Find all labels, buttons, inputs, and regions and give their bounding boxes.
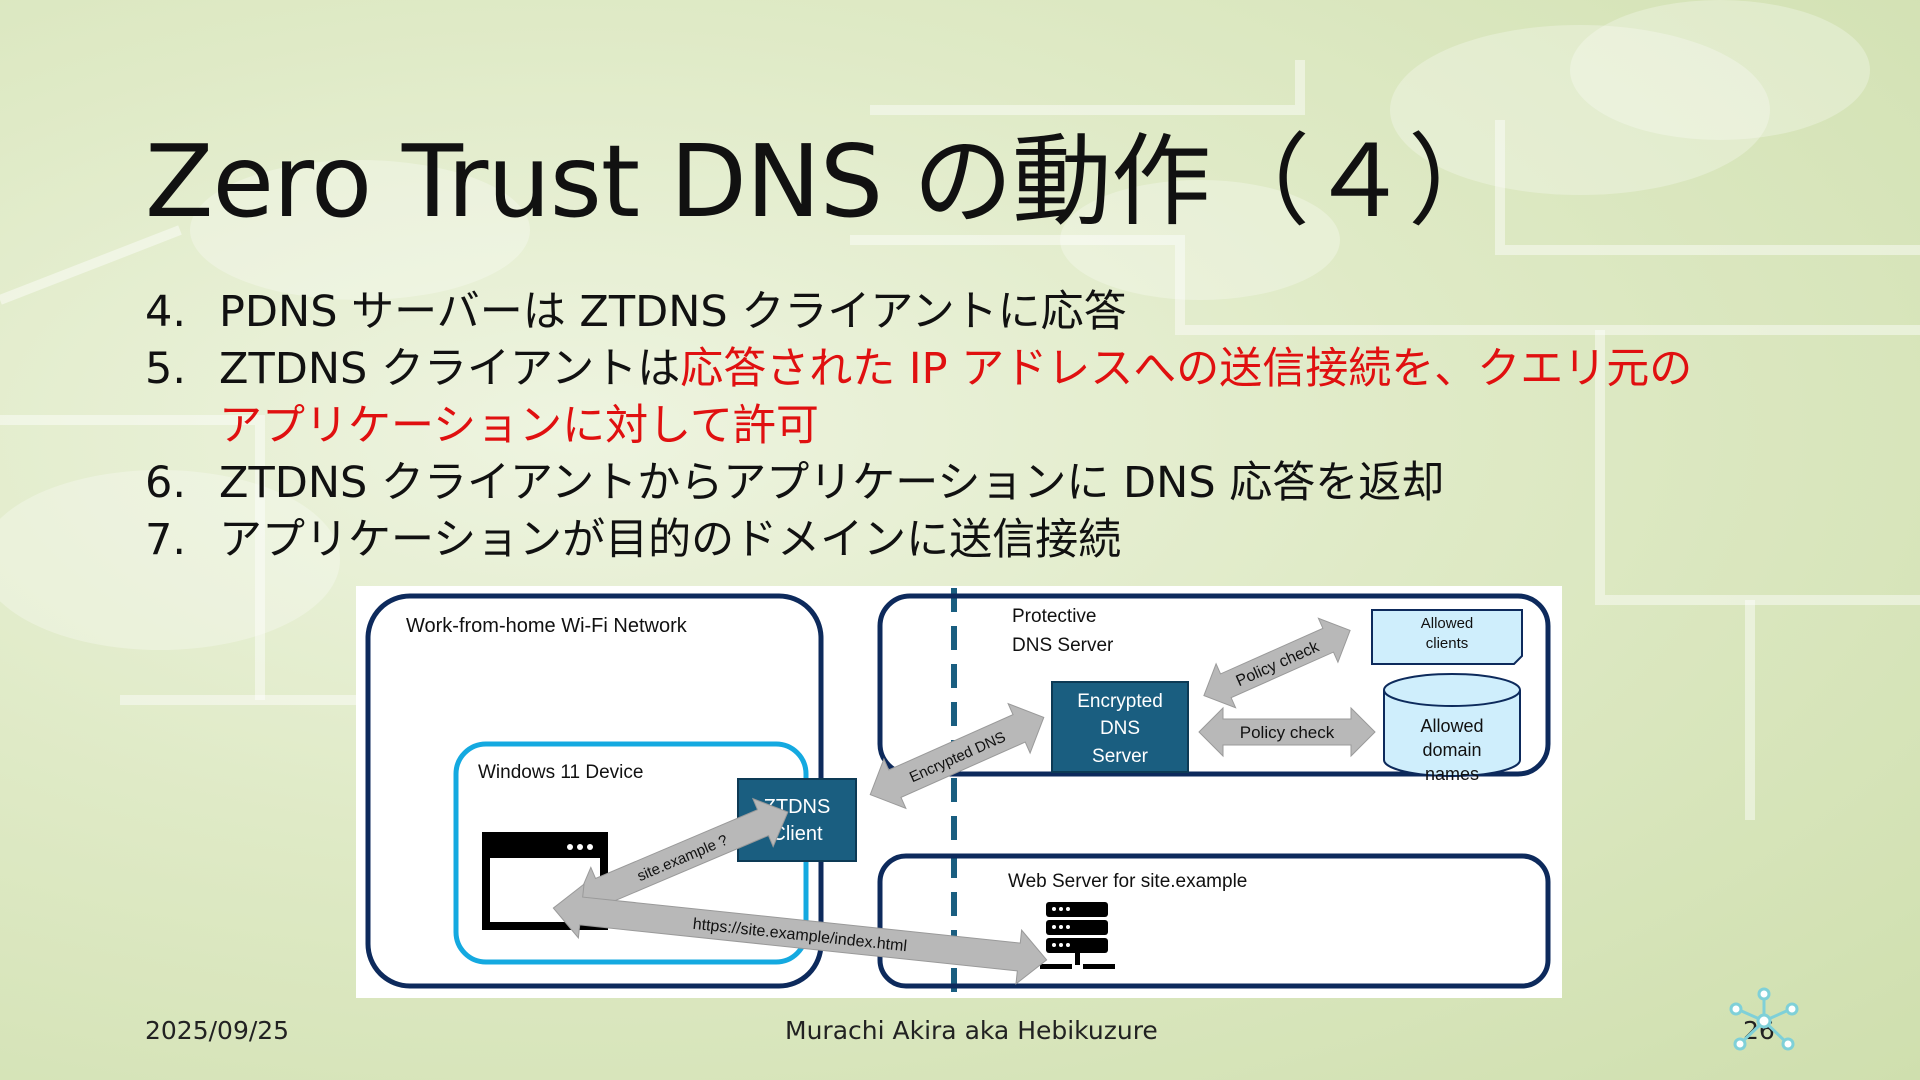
allowed-domains-line1: Allowed [1420, 716, 1483, 736]
step-number: 4. [145, 287, 187, 337]
server-rack-icon [1040, 902, 1115, 969]
allowed-domains-database [1383, 673, 1521, 777]
ztdns-diagram: Work-from-home Wi-Fi Network Windows 11 … [356, 586, 1562, 998]
step-text: アプリケーションが目的のドメインに送信接続 [219, 515, 1122, 565]
step-number: 5. [145, 344, 187, 394]
slide-title: Zero Trust DNS の動作（４） [145, 123, 1508, 240]
allowed-clients-doc [1371, 609, 1523, 665]
web-server-box [877, 853, 1551, 989]
device-label: Windows 11 Device [478, 762, 643, 783]
step-text: ZTDNS クライアントからアプリケーションに DNS 応答を返却 [219, 458, 1445, 508]
server-line1: Encrypted [1077, 691, 1163, 712]
step-text-highlight-cont: アプリケーションに対して許可 [219, 401, 819, 451]
footer-date: 2025/09/25 [145, 1016, 290, 1045]
pdns-label-line2: DNS Server [1012, 635, 1114, 656]
server-line2: DNS [1100, 718, 1140, 739]
step-number: 6. [145, 458, 187, 508]
step-item: 5. ZTDNS クライアントは応答された IP アドレスへの送信接続を、クエリ元… [145, 341, 1905, 455]
allowed-domains-line3: names [1425, 764, 1479, 784]
network-logo-icon [1729, 987, 1799, 1051]
home-network-label: Work-from-home Wi-Fi Network [406, 615, 688, 637]
step-list: 4. PDNS サーバーは ZTDNS クライアントに応答 5. ZTDNS クライ… [145, 284, 1905, 569]
allowed-clients-line2: clients [1426, 635, 1469, 652]
footer-author: Murachi Akira aka Hebikuzure [785, 1016, 1158, 1045]
step-text: PDNS サーバーは ZTDNS クライアントに応答 [219, 287, 1127, 337]
policy-check-arrow-domains: Policy check [1198, 706, 1376, 758]
step-number: 7. [145, 515, 187, 565]
pdns-label-line1: Protective [1012, 606, 1096, 627]
step-item: 7. アプリケーションが目的のドメインに送信接続 [145, 512, 1905, 569]
server-line3: Server [1092, 746, 1149, 767]
allowed-domains-line2: domain [1422, 740, 1481, 760]
policy-check-label-2: Policy check [1240, 723, 1335, 742]
web-server-label: Web Server for site.example [1008, 871, 1247, 892]
step-item: 6. ZTDNS クライアントからアプリケーションに DNS 応答を返却 [145, 455, 1905, 512]
ztdns-client-line2: Client [771, 823, 823, 845]
step-text-highlight: 応答された IP アドレスへの送信接続を、クエリ元の [680, 344, 1693, 394]
step-text: ZTDNS クライアントは [219, 344, 681, 394]
allowed-clients-line1: Allowed [1421, 615, 1474, 632]
step-item: 4. PDNS サーバーは ZTDNS クライアントに応答 [145, 284, 1905, 341]
pdns-box [877, 593, 1551, 777]
encrypted-dns-server-box [1051, 681, 1189, 773]
